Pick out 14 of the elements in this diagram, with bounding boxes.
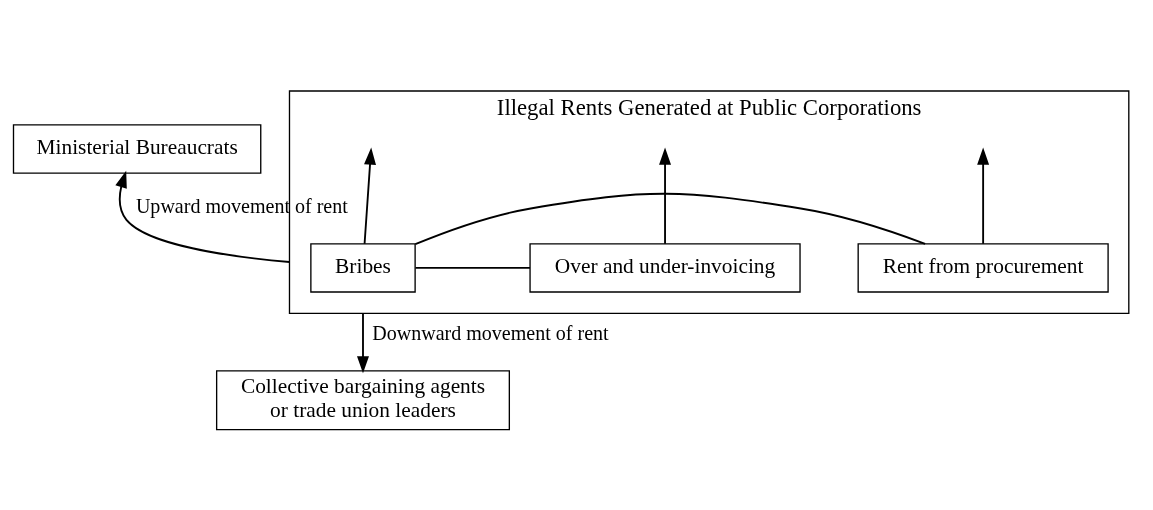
node-box: Ministerial Bureaucrats [12, 124, 262, 174]
connector [414, 192, 927, 246]
arrow [115, 170, 291, 263]
arrow [357, 312, 369, 374]
node-box: Bribes [310, 243, 416, 293]
edge-label: Upward movement of rent [135, 195, 348, 218]
node-box: Rent from procurement [857, 243, 1109, 293]
connector [414, 267, 531, 269]
edge-label: Downward movement of rent [372, 322, 609, 345]
arrow [659, 147, 672, 245]
node-box: Collective bargaining agents or trade union leaders [216, 370, 510, 431]
node-box: Over and under-invoicing [529, 243, 801, 293]
arrow [977, 147, 990, 245]
arrow [363, 147, 376, 245]
